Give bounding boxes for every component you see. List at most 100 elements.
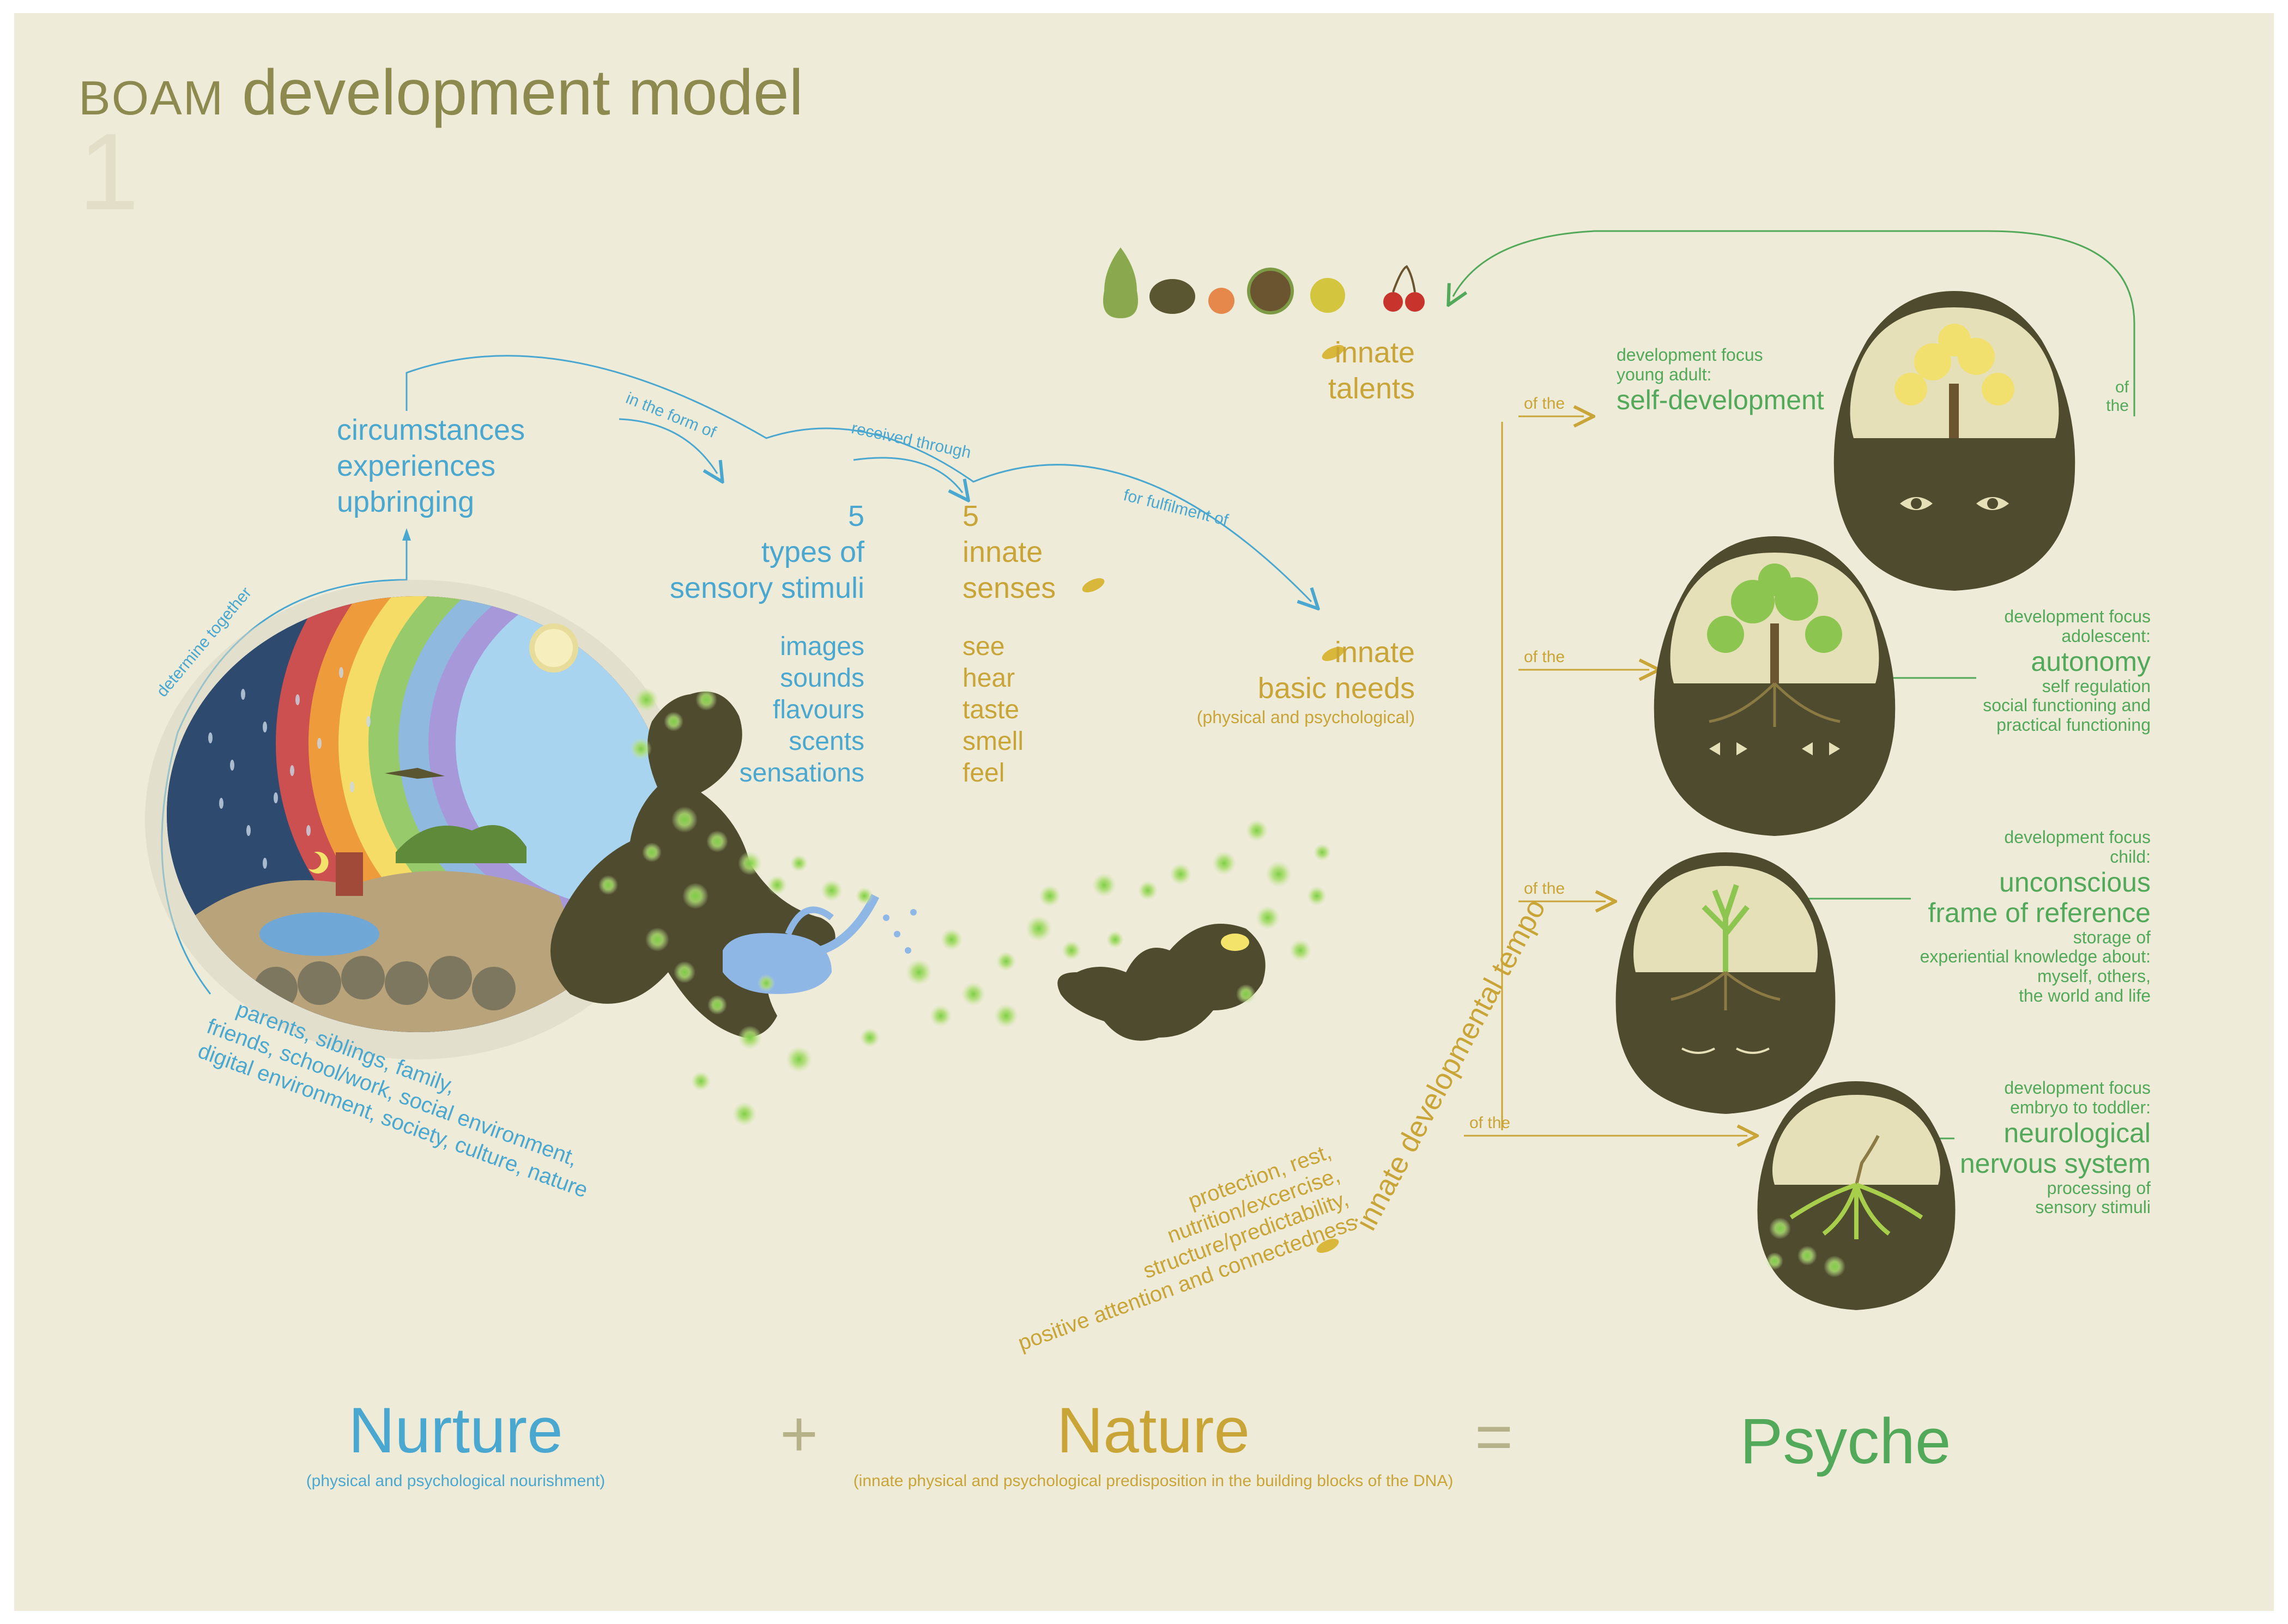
stage-focus: development focus — [2004, 607, 2151, 626]
head-young-adult — [1833, 291, 2075, 591]
circumstances-list: circumstances experiences upbringing — [337, 412, 525, 520]
needs-note: (physical and psychological) — [1196, 707, 1415, 727]
stage-connector: of the — [1524, 880, 1565, 898]
head-child — [1615, 852, 1836, 1114]
psyche-loop-label: of the — [2085, 378, 2129, 415]
needs-line: innate — [1334, 636, 1415, 669]
stage-detail: social functioning and — [1983, 695, 2151, 716]
stimuli-list: images sounds flavours scents sensations — [646, 631, 864, 789]
senses-heading: 5 innate senses — [963, 498, 1056, 606]
stage-embryo: development focus embryo to toddler: neu… — [1878, 1078, 2151, 1217]
head-embryo — [1757, 1081, 1956, 1310]
cherries-icon — [1383, 265, 1425, 312]
nature-term: Nature (innate physical and psychologica… — [826, 1395, 1480, 1490]
stimulus-item: scents — [789, 727, 864, 756]
nurture-cloud-arrow — [405, 355, 1311, 602]
stage-main: nervous system — [1959, 1148, 2151, 1179]
apple-icon — [1310, 278, 1345, 313]
plus-sign: + — [779, 1397, 819, 1470]
stimulus-item: sounds — [780, 664, 864, 693]
stage-age: child: — [2110, 846, 2151, 866]
loop-word: the — [2106, 396, 2129, 415]
stimuli-heading-line: types of — [761, 536, 864, 568]
diagram-artwork — [145, 230, 2135, 1310]
circumstances-item: upbringing — [337, 486, 475, 518]
watering-can-icon — [723, 894, 917, 994]
stage-detail: sensory stimuli — [2035, 1197, 2151, 1217]
stage-detail: myself, others, — [2037, 966, 2151, 986]
loop-word: of — [2115, 378, 2129, 396]
talents-line: talents — [1328, 372, 1415, 405]
in-form-of-arrow — [619, 418, 717, 474]
nature-note: (innate physical and psychological predi… — [853, 1472, 1454, 1490]
stage-focus: development focus — [1617, 345, 1763, 365]
seed-icon-tempo — [1316, 1239, 1339, 1253]
seed-icon-senses — [1082, 578, 1105, 592]
baby-silhouette — [1057, 924, 1266, 1041]
stage-connector: of the — [1469, 1114, 1511, 1132]
nurture-term: Nurture (physical and psychological nour… — [249, 1395, 663, 1490]
stage-adolescent: development focus adolescent: autonomy s… — [1878, 607, 2151, 735]
stimulus-item: images — [780, 632, 864, 661]
nurture-note: (physical and psychological nourishment) — [306, 1472, 606, 1490]
stimulus-item: sensations — [739, 759, 864, 787]
needs-line: basic needs — [1257, 672, 1415, 705]
peach-icon — [1208, 288, 1234, 314]
head-adolescent — [1654, 536, 1896, 836]
circumstances-item: experiences — [337, 450, 496, 482]
title-brand: BOAM — [78, 71, 225, 125]
stage-main: autonomy — [2031, 646, 2151, 677]
stage-focus: development focus — [2004, 827, 2151, 847]
stage-age: young adult: — [1617, 364, 1712, 384]
senses-heading-line: innate — [963, 536, 1043, 568]
sense-item: feel — [963, 759, 1005, 787]
equals-sign: = — [1474, 1400, 1514, 1473]
stimuli-heading: 5 types of sensory stimuli — [635, 498, 864, 606]
page-number: 1 — [78, 111, 140, 233]
stage-main: unconscious — [1999, 866, 2151, 898]
seed-icons — [1082, 345, 1345, 1253]
stimuli-heading-line: sensory stimuli — [669, 572, 864, 604]
walnut-icon — [1149, 279, 1195, 314]
senses-list: see hear taste smell feel — [963, 631, 1024, 789]
talents-line: innate — [1334, 336, 1415, 369]
stage-detail: experiential knowledge about: — [1920, 947, 2151, 967]
stage-child: development focus child: unconscious fra… — [1824, 827, 2151, 1006]
sense-item: smell — [963, 727, 1024, 756]
innate-talents: innate talents — [1268, 335, 1415, 407]
seed-icon-talents — [1322, 345, 1345, 359]
poster: BOAM development model 1 circumstances e… — [14, 13, 2274, 1611]
stage-main: neurological — [2003, 1117, 2151, 1148]
pear-icon — [1103, 247, 1138, 318]
stimulus-item: flavours — [772, 695, 864, 724]
stage-connector: of the — [1524, 648, 1565, 666]
title-rest: development model — [241, 57, 803, 129]
stage-age: embryo to toddler: — [2010, 1097, 2151, 1117]
sense-item: hear — [963, 664, 1015, 693]
stage-connector: of the — [1524, 395, 1565, 413]
stage-detail: self regulation — [2042, 676, 2151, 696]
psyche-term: Psyche — [1740, 1405, 1951, 1477]
stage-age: adolescent: — [2061, 626, 2151, 646]
stimuli-heading-line: 5 — [848, 500, 864, 532]
fruit-row — [1103, 247, 1425, 318]
sense-item: taste — [963, 695, 1020, 724]
nourishment-particles — [598, 688, 1331, 1126]
stage-detail: processing of — [2047, 1178, 2151, 1198]
seed-icon-needs — [1322, 647, 1345, 661]
stage-detail: storage of — [2073, 927, 2151, 947]
senses-heading-line: senses — [963, 572, 1056, 604]
received-through-arrow — [853, 457, 963, 493]
chestnut-icon — [1247, 268, 1294, 314]
stage-detail: practical functioning — [1996, 715, 2151, 735]
page-title: BOAM development model — [78, 57, 803, 129]
psyche-loop-arrow — [1453, 230, 2135, 416]
stage-focus: development focus — [2004, 1078, 2151, 1098]
circumstances-item: circumstances — [337, 414, 525, 446]
nurture-word: Nurture — [348, 1395, 563, 1467]
stage-main: self-development — [1617, 384, 1824, 415]
senses-heading-line: 5 — [963, 500, 979, 532]
stage-young-adult: development focus young adult: self-deve… — [1617, 345, 1824, 415]
stage-detail: the world and life — [2019, 986, 2151, 1006]
innate-basic-needs: innate basic needs (physical and psychol… — [1170, 634, 1415, 728]
